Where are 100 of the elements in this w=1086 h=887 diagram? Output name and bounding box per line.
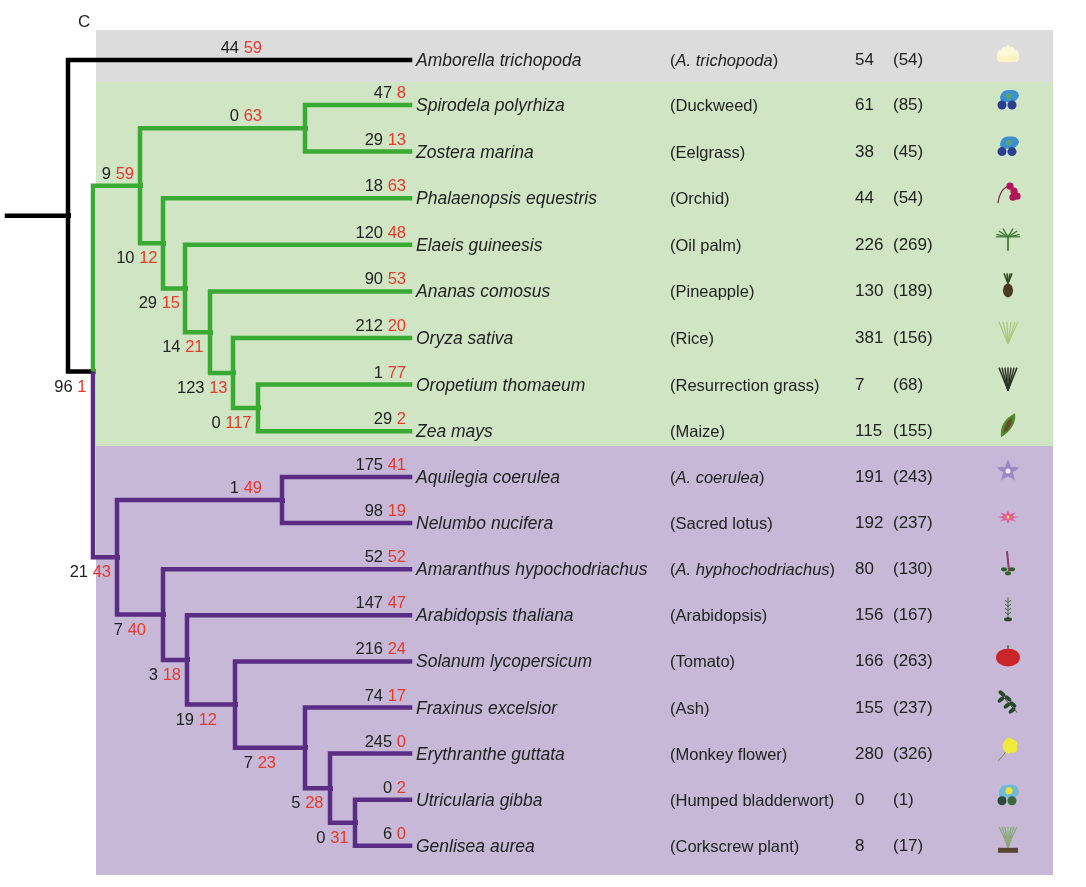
- species-name: Phalaenopsis equestris: [410, 187, 597, 210]
- common-name: (A. trichopoda): [670, 50, 779, 70]
- tree-branch: [4, 213, 68, 219]
- branch-label: 18 63: [364, 175, 406, 196]
- common-name: (Ash): [670, 697, 710, 718]
- common-name: (A. hyphochodriachus): [670, 559, 836, 580]
- common-name: (Corkscrew plant): [670, 835, 800, 856]
- gene-count-total: (167): [893, 605, 933, 626]
- branch-label: 44 59: [220, 37, 262, 57]
- common-name: (Arabidopsis): [670, 605, 768, 626]
- branch-label: 245 0: [364, 730, 406, 751]
- tree-branch: [230, 335, 413, 373]
- species-name: Erythranthe guttata: [410, 742, 565, 765]
- gene-count-total: (68): [893, 374, 924, 395]
- gene-count: 381: [855, 328, 884, 348]
- common-name: (Monkey flower): [670, 743, 788, 764]
- branch-label: 14 21: [162, 336, 204, 357]
- tree-branch: [327, 788, 355, 825]
- branch-label: 7 23: [243, 751, 276, 772]
- gene-count-total: (54): [893, 188, 924, 209]
- gene-count-total: (45): [893, 141, 924, 162]
- branch-label: 0 31: [316, 826, 349, 847]
- tree-branch: [232, 659, 413, 705]
- branch-label: 147 47: [355, 592, 406, 613]
- tree-branch: [160, 243, 185, 291]
- common-name: (Maize): [670, 421, 725, 442]
- gene-count: 0: [855, 789, 865, 810]
- gene-count-total: (54): [893, 50, 924, 70]
- gene-count: 192: [855, 513, 884, 534]
- tree-branch: [184, 660, 235, 707]
- common-name: (A. coerulea): [670, 467, 765, 487]
- branch-label: 19 12: [175, 708, 217, 729]
- common-name: (Orchid): [670, 188, 730, 209]
- branch-label: 52 52: [364, 546, 406, 567]
- common-name: (Rice): [670, 328, 714, 348]
- common-name: (Sacred lotus): [670, 513, 773, 534]
- gene-count: 280: [855, 743, 884, 764]
- branch-label: 74 17: [364, 684, 406, 705]
- common-name: (Resurrection grass): [670, 374, 820, 395]
- species-name: Amaranthus hypochodriachus: [410, 558, 648, 581]
- tree-branch: [352, 823, 413, 849]
- gene-count-total: (326): [893, 743, 933, 764]
- branch-label: 7 40: [113, 618, 146, 639]
- common-name: (Tomato): [670, 651, 736, 672]
- gene-count: 38: [855, 141, 874, 162]
- gene-count: 54: [855, 50, 874, 70]
- species-name: Elaeis guineesis: [410, 233, 543, 256]
- gene-count-total: (237): [893, 513, 933, 534]
- gene-count-total: (269): [893, 234, 933, 255]
- gene-count-total: (155): [893, 421, 933, 442]
- gene-count-total: (189): [893, 281, 933, 302]
- tree-branch: [302, 748, 330, 791]
- branch-label: 212 20: [355, 315, 406, 335]
- common-name: (Humped bladderwort): [670, 789, 835, 810]
- tree-branch: [184, 613, 413, 660]
- branch-label: 216 24: [355, 638, 406, 659]
- species-name: Genlisea aurea: [410, 834, 535, 857]
- species-name: Aquilegia coerulea: [410, 466, 560, 488]
- tree-branch: [114, 497, 282, 558]
- species-name: Spirodela polyrhiza: [410, 94, 565, 116]
- panel-label: C: [78, 12, 91, 32]
- branch-label: 0 2: [383, 776, 406, 797]
- species-name: Oropetium thomaeum: [410, 373, 586, 396]
- species-name: Oryza sativa: [410, 327, 514, 349]
- tree-branch: [279, 500, 413, 526]
- gene-count-total: (156): [893, 328, 933, 348]
- tree-branch: [160, 566, 413, 615]
- common-name: (Duckweed): [670, 95, 759, 115]
- branch-label: 1 49: [229, 477, 262, 498]
- gene-count: 115: [855, 421, 883, 442]
- species-name: Nelumbo nucifera: [410, 512, 554, 535]
- gene-count: 155: [855, 697, 884, 718]
- tree-branch: [160, 614, 187, 663]
- branch-label: 1 77: [373, 361, 406, 382]
- gene-count-total: (263): [893, 651, 933, 672]
- gene-count-total: (1): [893, 789, 914, 810]
- tree-branch: [207, 332, 233, 376]
- tree-branch: [255, 382, 413, 408]
- species-name: Zostera marina: [410, 140, 534, 163]
- tree-branch: [90, 183, 140, 372]
- gene-count: 8: [855, 835, 865, 856]
- gene-count-total: (243): [893, 467, 933, 487]
- branch-label: 90 53: [364, 268, 406, 289]
- tree-branch: [255, 408, 413, 434]
- tree-branch: [302, 705, 413, 748]
- branch-label: 0 117: [211, 411, 252, 432]
- tree-branch: [327, 751, 413, 788]
- tree-branch: [160, 195, 413, 244]
- gene-count: 166: [855, 651, 884, 672]
- branch-label: 175 41: [355, 454, 406, 474]
- species-name: Arabidopsis thaliana: [410, 604, 574, 627]
- gene-count: 7: [855, 374, 865, 395]
- species-name: Amborella trichopoda: [410, 49, 582, 71]
- branch-label: 98 19: [364, 500, 406, 521]
- gene-count: 44: [855, 188, 874, 209]
- clade-band: [96, 82, 1053, 446]
- tree-branch: [352, 797, 413, 823]
- branch-label: 123 13: [177, 376, 228, 397]
- tree-branch: [232, 704, 305, 751]
- tree-branch: [302, 102, 413, 129]
